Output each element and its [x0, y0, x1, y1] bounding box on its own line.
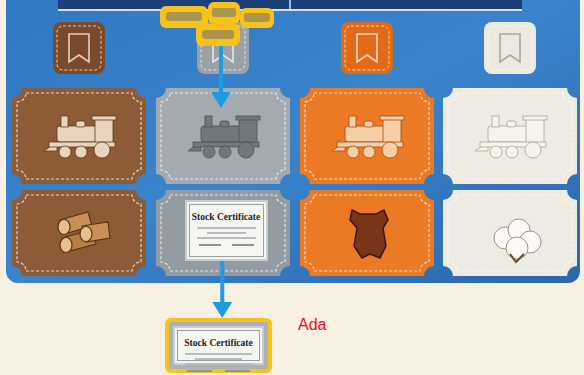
fine-print	[207, 232, 246, 234]
fine-print	[185, 363, 252, 365]
fine-print	[185, 353, 252, 355]
fine-print	[195, 358, 242, 360]
signature-lines	[187, 370, 250, 372]
stock-certificate: Stock Certificate	[185, 200, 268, 261]
certificate-card: Stock Certificate	[165, 318, 272, 373]
signature-lines	[199, 244, 254, 246]
player-name: Ada	[298, 316, 326, 334]
certificate-title: Stock Certificate	[192, 212, 260, 222]
fine-print	[197, 227, 256, 229]
flow-arrow	[212, 261, 232, 318]
highlight-badge	[160, 2, 274, 46]
certificate-title: Stock Certificate	[184, 338, 252, 348]
stock-certificate: Stock Certificate	[173, 326, 264, 365]
fine-print	[197, 237, 256, 239]
